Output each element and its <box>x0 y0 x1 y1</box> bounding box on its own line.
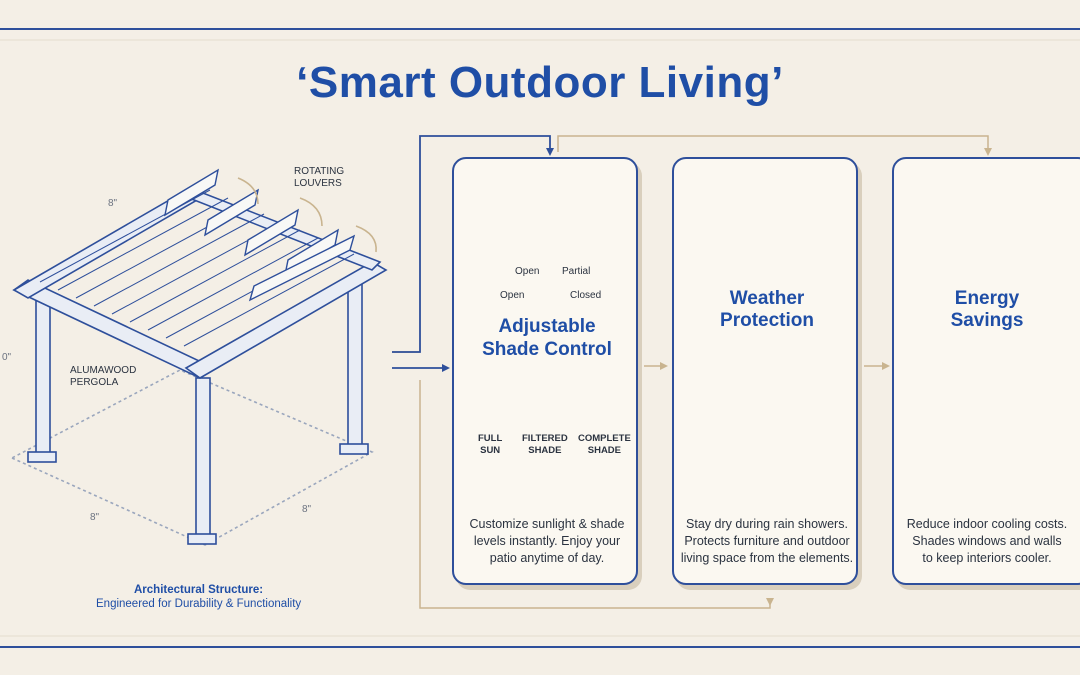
dial-partial: Partial <box>562 266 591 277</box>
card-weather-title-2: Protection <box>720 310 814 331</box>
dial-open-top: Open <box>515 266 540 277</box>
card-weather-protection <box>672 157 858 585</box>
louvers-label-line1: ROTATING <box>294 166 345 177</box>
dial-open-left: Open <box>500 290 525 301</box>
pergola-structure <box>10 168 388 546</box>
bottom-rule <box>0 646 1080 648</box>
louvers-label-line2: LOUVERS <box>294 178 342 189</box>
card-shade-title-2: Shade Control <box>482 339 612 360</box>
card-energy-title-1: Energy <box>954 288 1020 309</box>
page-title: ‘Smart Outdoor Living’ <box>296 58 784 107</box>
pergola-label-line1: ALUMAWOOD <box>70 365 137 376</box>
pergola-label-line2: PERGOLA <box>70 377 119 388</box>
card-energy-title-2: Savings <box>950 310 1024 331</box>
card-energy-savings <box>892 157 1080 585</box>
card-energy-desc: Reduce indoor cooling costs. Shades wind… <box>906 517 1068 565</box>
dimension-left: 8" <box>90 512 100 523</box>
dimension-top: 8" <box>108 198 118 209</box>
dimension-height: 0" <box>2 352 12 363</box>
zone-full-sun: FULL SUN <box>478 433 503 456</box>
structure-caption-text: Engineered for Durability & Functionalit… <box>96 598 302 610</box>
card-shade-desc: Customize sunlight & shade levels instan… <box>469 517 625 565</box>
structure-caption-title: Architectural Structure: <box>134 584 264 596</box>
zone-filtered-shade: FILTERED SHADE <box>522 433 568 456</box>
top-rule <box>0 28 1080 30</box>
zone-complete-shade: COMPLETE SHADE <box>578 433 631 456</box>
card-weather-desc: Stay dry during rain showers. Protects f… <box>680 517 854 565</box>
dimension-right: 8" <box>302 504 312 515</box>
card-shade-title-1: Adjustable <box>498 316 596 337</box>
connector-arrows <box>660 148 992 606</box>
card-shade-control <box>452 157 638 585</box>
card-weather-title-1: Weather <box>729 288 805 309</box>
dial-closed: Closed <box>570 290 602 301</box>
